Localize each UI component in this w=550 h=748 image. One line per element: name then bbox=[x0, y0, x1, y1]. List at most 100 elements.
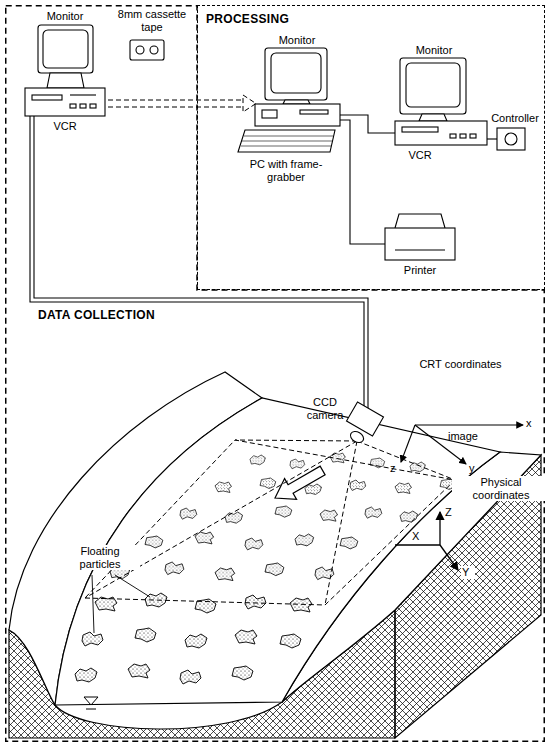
particle bbox=[290, 459, 305, 469]
axis bbox=[439, 512, 440, 545]
leader-line bbox=[115, 575, 150, 597]
vcr-case bbox=[395, 121, 487, 145]
monitor-screen bbox=[43, 30, 88, 68]
monitor-symbol bbox=[400, 58, 466, 121]
cassette-symbol bbox=[130, 40, 164, 60]
vcr-symbol bbox=[25, 88, 105, 116]
dashed-region: PROCESSING bbox=[197, 5, 545, 290]
particle bbox=[245, 595, 266, 609]
equipment-label: Printer bbox=[390, 264, 450, 277]
monitor-case bbox=[265, 48, 327, 100]
equipment-label: VCR bbox=[400, 149, 440, 162]
particle bbox=[215, 482, 232, 493]
cable-line bbox=[34, 116, 368, 410]
view-area bbox=[85, 440, 455, 605]
camera-view bbox=[85, 440, 455, 605]
particle bbox=[180, 508, 197, 519]
printer-slot bbox=[395, 249, 445, 250]
pc-case bbox=[255, 104, 340, 126]
particle bbox=[290, 598, 312, 612]
particle bbox=[395, 483, 412, 494]
printer-paper bbox=[395, 214, 445, 228]
particle bbox=[195, 532, 214, 544]
camera-lens bbox=[348, 429, 365, 445]
axis-label: Z bbox=[445, 506, 457, 519]
vcr-slot bbox=[32, 95, 62, 100]
particle bbox=[400, 511, 418, 522]
particle bbox=[165, 562, 184, 575]
equipment-label: VCR bbox=[45, 120, 85, 133]
physical-axes bbox=[395, 512, 458, 570]
printer-symbol bbox=[385, 214, 455, 260]
monitor-stand bbox=[283, 100, 310, 104]
axis-label: X bbox=[412, 530, 424, 543]
particle bbox=[350, 480, 366, 491]
particle bbox=[245, 538, 263, 550]
controller-symbol bbox=[497, 128, 525, 150]
particle bbox=[225, 512, 243, 523]
axis bbox=[401, 425, 415, 462]
wire bbox=[340, 115, 497, 244]
vcr-button bbox=[470, 134, 476, 138]
region-title: DATA COLLECTION bbox=[38, 308, 155, 322]
crt-axes bbox=[401, 425, 523, 464]
dashed-border bbox=[6, 6, 545, 742]
vcr-button bbox=[70, 104, 76, 108]
axis bbox=[395, 544, 440, 545]
vcr-slot bbox=[402, 127, 438, 132]
arrow-head bbox=[243, 95, 256, 112]
axis-label: x bbox=[526, 417, 538, 430]
keyboard bbox=[238, 130, 335, 152]
monitor-symbol bbox=[38, 25, 93, 88]
monitor-case bbox=[38, 25, 93, 73]
water-level-symbol bbox=[84, 697, 98, 709]
vcr-button bbox=[80, 104, 86, 108]
particles-label: Floating particles bbox=[60, 545, 140, 570]
flow-arrow bbox=[269, 460, 329, 508]
particle bbox=[265, 563, 284, 576]
pc-panel bbox=[262, 110, 277, 118]
pc-symbol bbox=[238, 48, 340, 152]
cassette-reel bbox=[136, 46, 144, 54]
wire bbox=[487, 138, 497, 139]
vcr-button bbox=[90, 104, 96, 108]
leader-lines bbox=[92, 575, 150, 633]
dashed-line bbox=[108, 100, 243, 101]
particle bbox=[315, 567, 334, 580]
particle bbox=[235, 630, 257, 644]
particle bbox=[180, 670, 201, 684]
vcr-symbol bbox=[395, 121, 487, 145]
particle bbox=[185, 634, 207, 648]
equipment-label: 8mm cassette tape bbox=[112, 8, 192, 33]
vcr-case bbox=[25, 88, 105, 116]
equipment-label: Controller bbox=[484, 112, 546, 125]
tape-transfer-arrow bbox=[108, 95, 256, 112]
axis bbox=[440, 545, 458, 570]
particle bbox=[295, 534, 314, 546]
particle bbox=[145, 536, 163, 548]
monitor-case bbox=[400, 58, 466, 114]
vcr-button bbox=[460, 134, 466, 138]
water-surface bbox=[55, 398, 500, 705]
particle bbox=[215, 568, 235, 581]
keyboard-keys bbox=[241, 136, 333, 146]
axis-label: Y bbox=[461, 566, 475, 579]
camera-symbol bbox=[347, 402, 384, 445]
coordinates-label: CRT coordinates bbox=[418, 358, 503, 371]
camera-cable bbox=[30, 116, 368, 410]
wire bbox=[340, 120, 385, 244]
coordinates-label: Physical coordinates bbox=[452, 476, 550, 501]
dashed-line bbox=[108, 107, 243, 108]
particle bbox=[275, 506, 292, 517]
equipment-label: Monitor bbox=[266, 34, 328, 47]
particle bbox=[75, 668, 97, 682]
region-outline bbox=[5, 5, 545, 742]
axis bbox=[415, 424, 523, 425]
particle bbox=[250, 455, 265, 465]
monitor-screen bbox=[271, 53, 321, 93]
particle bbox=[280, 634, 301, 648]
particle bbox=[232, 666, 253, 680]
particle bbox=[365, 507, 382, 518]
